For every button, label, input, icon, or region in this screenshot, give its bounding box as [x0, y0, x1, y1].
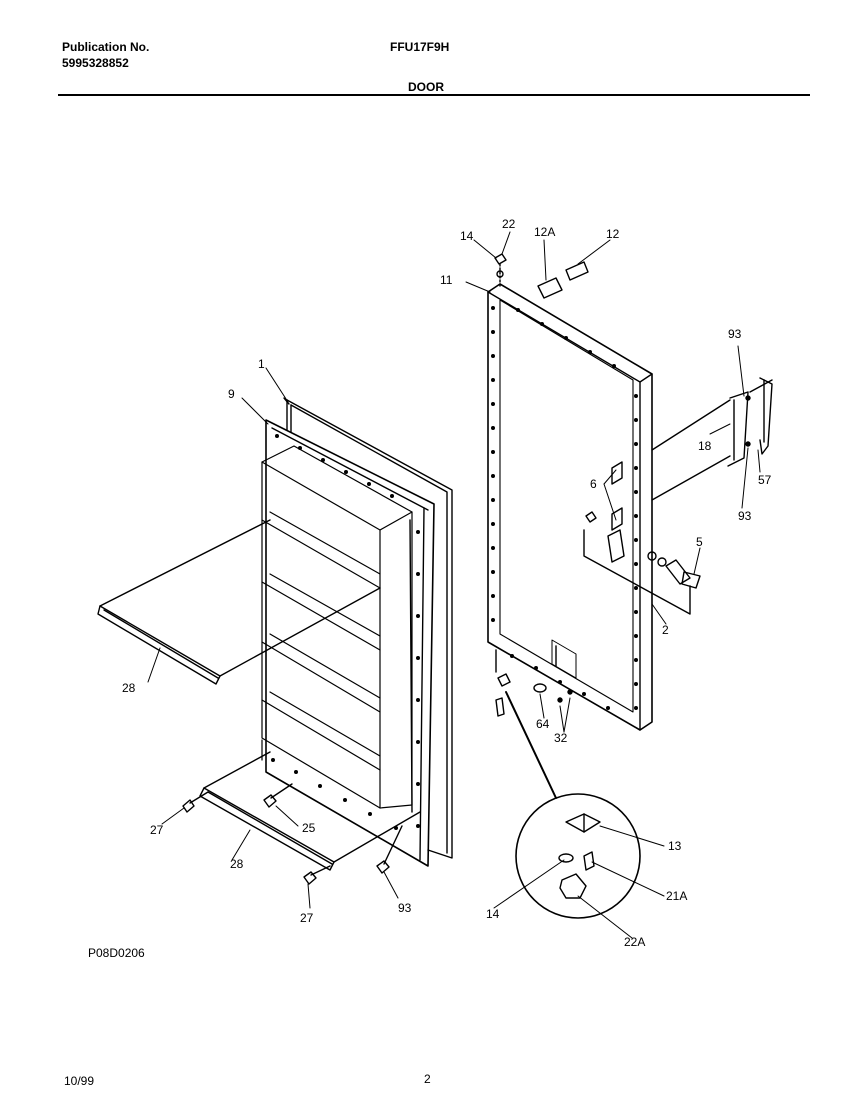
hinge-detail-circle: [515, 793, 641, 919]
callout-14-top: 14: [460, 229, 474, 243]
top-hinge-parts: [494, 253, 589, 299]
callout-28-lower: 28: [230, 857, 244, 871]
callout-labels: 1 9 28 28 27 27 25 93 14 22 12A 12 11 93…: [122, 217, 772, 949]
section-title: DOOR: [408, 80, 444, 94]
liner-screw-holes: [271, 434, 420, 830]
callout-5: 5: [696, 535, 703, 549]
callout-57: 57: [758, 473, 772, 487]
callout-14-detail: 14: [486, 907, 500, 921]
callout-leaders: [147, 231, 761, 939]
shelf-rail-upper: [97, 519, 381, 685]
publication-number: 5995328852: [62, 56, 129, 70]
callout-6: 6: [590, 477, 597, 491]
screws-lower: [182, 783, 403, 885]
door-panel-screw-holes: [491, 306, 638, 710]
callout-93-handle: 93: [738, 509, 752, 523]
callout-2: 2: [662, 623, 669, 637]
door-liner-panel: [265, 419, 435, 867]
door-gasket: [283, 397, 453, 859]
callout-32: 32: [554, 731, 568, 745]
callout-11: 11: [440, 273, 453, 287]
callout-9: 9: [228, 387, 235, 401]
callout-22: 22: [502, 217, 516, 231]
shelf-rail-lower: [199, 751, 421, 871]
footer-date: 10/99: [64, 1074, 95, 1088]
handle-assembly: [611, 377, 773, 531]
callout-28-upper: 28: [122, 681, 136, 695]
diagram-id: P08D0206: [88, 946, 145, 960]
callout-21a: 21A: [666, 889, 687, 903]
callout-93-top: 93: [728, 327, 742, 341]
callout-18: 18: [698, 439, 712, 453]
callout-12a: 12A: [534, 225, 555, 239]
bottom-hinge-parts: [495, 649, 573, 799]
callout-13: 13: [668, 839, 682, 853]
outer-door-panel: [487, 283, 653, 731]
model-number: FFU17F9H: [390, 40, 450, 54]
door-liner-assembly: [261, 397, 453, 867]
callout-64: 64: [536, 717, 550, 731]
publication-label: Publication No.: [62, 40, 150, 54]
callout-25: 25: [302, 821, 316, 835]
callout-12: 12: [606, 227, 620, 241]
callout-27-bottom: 27: [300, 911, 314, 925]
header-rule: [58, 94, 810, 96]
page-number: 2: [424, 1072, 431, 1086]
liner-shelves: [261, 445, 413, 809]
callout-22a: 22A: [624, 935, 645, 949]
callout-93-bottom: 93: [398, 901, 412, 915]
lock-assembly: [583, 511, 701, 615]
callout-1: 1: [258, 357, 265, 371]
callout-27-left: 27: [150, 823, 164, 837]
